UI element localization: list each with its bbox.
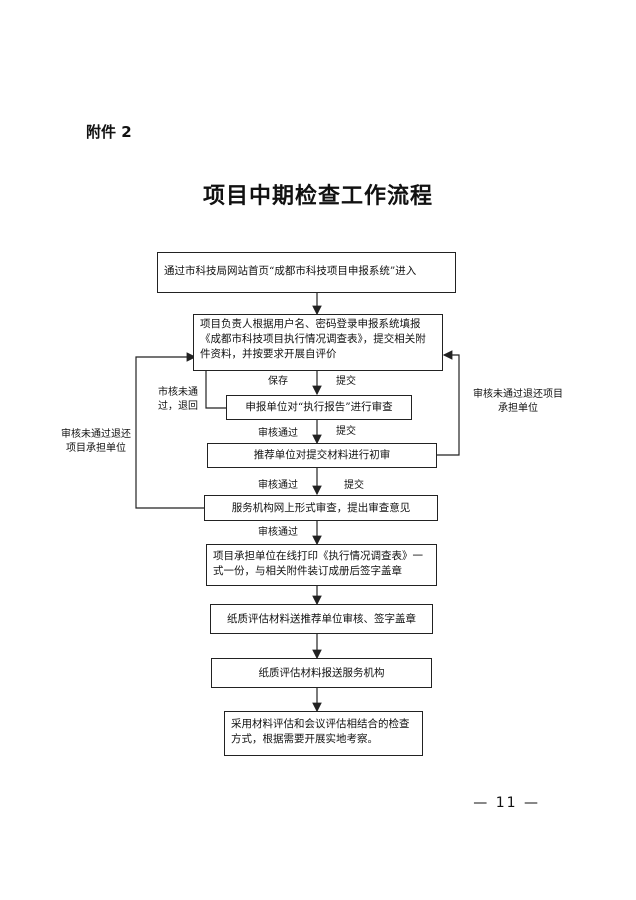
label-submit-2: 提交: [336, 426, 356, 437]
step-7-box: 纸质评估材料送推荐单位审核、签字盖章: [210, 604, 433, 634]
label-review-pass-2: 审核通过: [258, 480, 298, 491]
attachment-label: 附件 2: [86, 123, 132, 141]
label-left-fail: 审核未通过退还项目承担单位: [61, 429, 131, 454]
step-6-box: 项目承担单位在线打印《执行情况调查表》一式一份，与相关附件装订成册后签字盖章: [206, 544, 437, 586]
label-right-fail: 审核未通过退还项目承担单位: [473, 389, 563, 414]
label-submit-1: 提交: [336, 376, 356, 387]
loop-right-return: [437, 350, 460, 456]
step-5-box: 服务机构网上形式审查，提出审查意见: [204, 495, 438, 521]
label-save: 保存: [268, 376, 288, 387]
page-number: — 11 —: [473, 795, 540, 811]
step-1-box: 通过市科技局网站首页“成都市科技项目申报系统”进入: [157, 252, 456, 293]
label-city-fail: 市核未通过，退回: [158, 387, 198, 412]
step-3-box: 申报单位对“执行报告”进行审查: [226, 395, 412, 420]
step-2-box: 项目负责人根据用户名、密码登录申报系统填报《成都市科技项目执行情况调查表》，提交…: [193, 314, 443, 371]
step-9-box: 采用材料评估和会议评估相结合的检查方式，根据需要开展实地考察。: [224, 711, 423, 756]
step-8-box: 纸质评估材料报送服务机构: [211, 658, 432, 688]
page-title: 项目中期检查工作流程: [202, 183, 433, 209]
label-review-pass-1: 审核通过: [258, 428, 298, 439]
label-submit-3: 提交: [344, 480, 364, 491]
label-review-pass-3: 审核通过: [258, 527, 298, 538]
loop-left-return: [135, 352, 204, 509]
step-4-box: 推荐单位对提交材料进行初审: [207, 443, 437, 468]
